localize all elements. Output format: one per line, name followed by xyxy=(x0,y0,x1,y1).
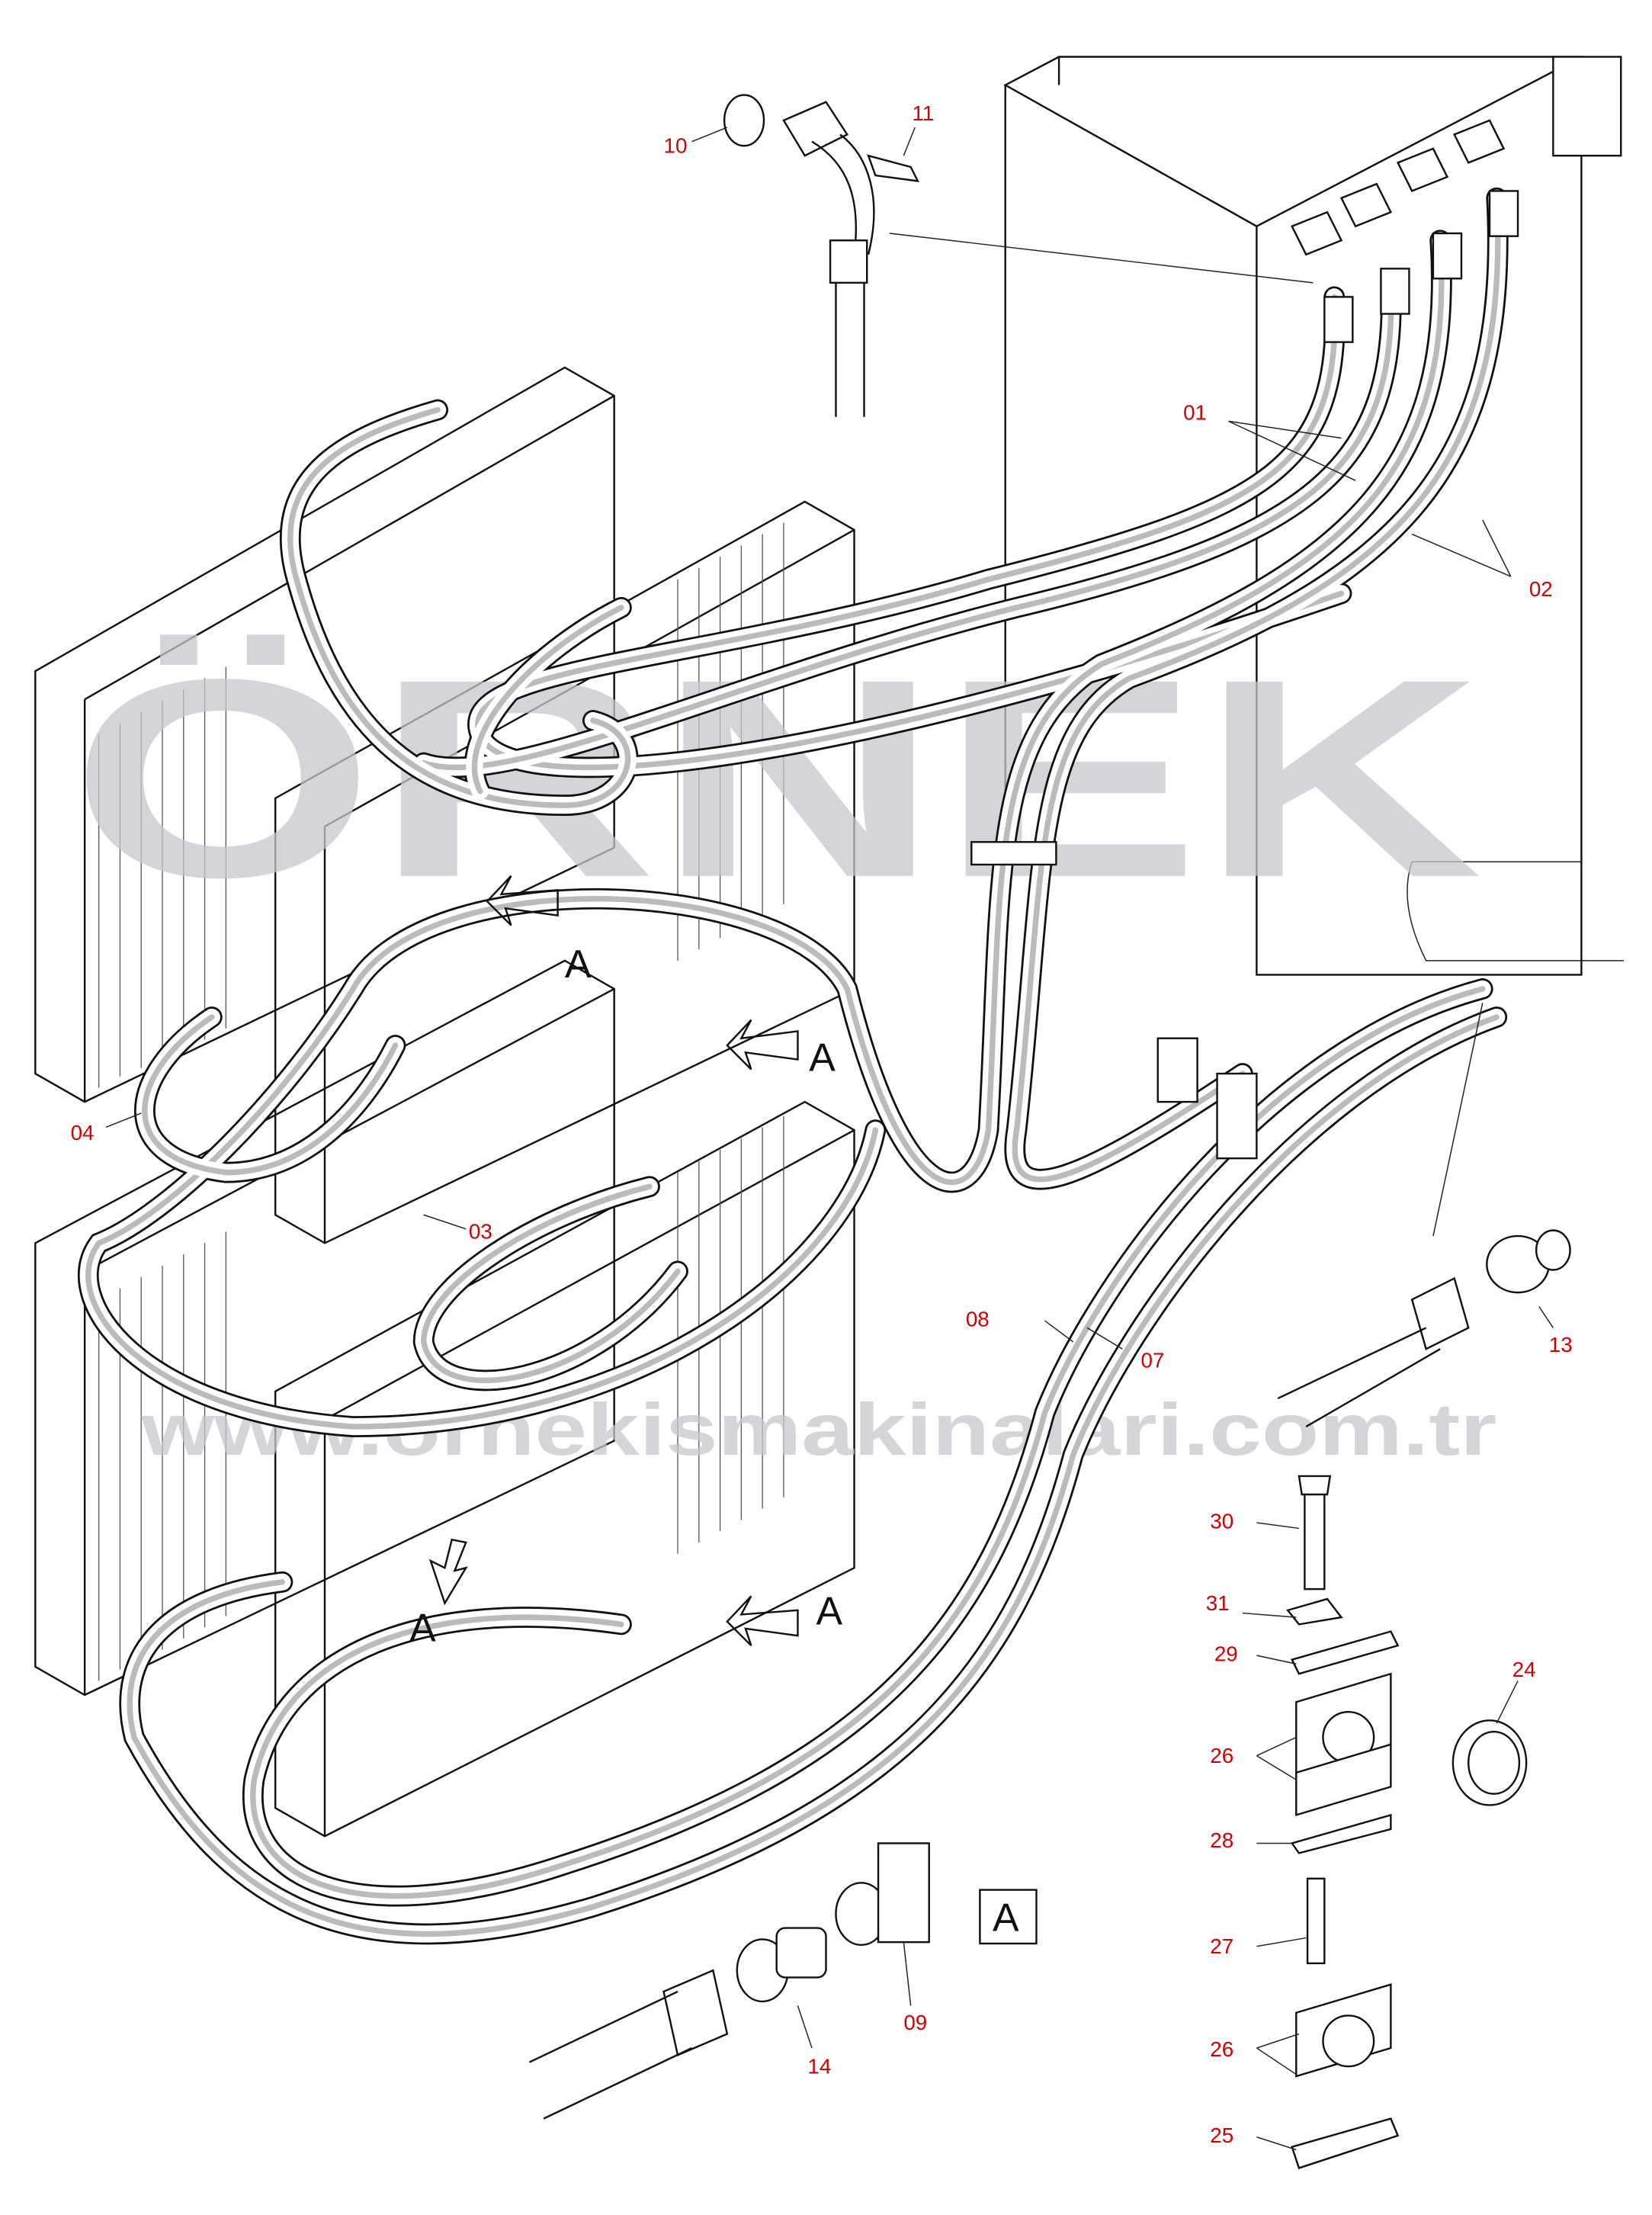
view-marker-a: A xyxy=(816,1588,843,1632)
callout-10: 10 xyxy=(664,133,688,157)
cooler-lower xyxy=(34,959,855,1838)
callout-31: 31 xyxy=(1206,1591,1230,1615)
callout-26-lower: 26 xyxy=(1210,2037,1233,2061)
hose-clamp xyxy=(1156,1037,1198,1103)
callout-29: 29 xyxy=(1214,1642,1238,1666)
callout-25: 25 xyxy=(1210,2124,1233,2147)
cooler-upper xyxy=(34,366,615,1103)
view-marker-a: A xyxy=(565,942,592,986)
callout-26: 26 xyxy=(1210,1744,1233,1767)
clamp-assembly xyxy=(1286,1475,1528,2169)
callout-03: 03 xyxy=(469,1220,492,1244)
hose-fill xyxy=(420,280,1394,771)
callout-01: 01 xyxy=(1183,401,1207,425)
hose-fill xyxy=(121,1008,1506,1943)
hose-fill xyxy=(1012,195,1501,1183)
callout-09: 09 xyxy=(903,2011,927,2034)
hose-clamp xyxy=(1216,1072,1258,1160)
callout-28: 28 xyxy=(1210,1828,1233,1852)
view-marker-a: A xyxy=(409,1606,436,1650)
detail-box-label: A xyxy=(993,1895,1019,1939)
callout-02: 02 xyxy=(1529,577,1553,601)
fitting-13 xyxy=(1277,1229,1571,1428)
callout-08: 08 xyxy=(966,1308,990,1331)
fittings-14-09 xyxy=(529,1842,930,2120)
hose-fill xyxy=(142,1014,399,1176)
callout-07: 07 xyxy=(1141,1348,1165,1372)
hydraulic-tank xyxy=(1003,56,1624,976)
callout-24: 24 xyxy=(1512,1658,1536,1681)
view-marker-a: A xyxy=(809,1035,836,1079)
bolt xyxy=(867,154,919,182)
hose-fill xyxy=(250,986,1486,1899)
callout-13: 13 xyxy=(1549,1333,1573,1356)
hose-fill xyxy=(127,1014,1500,1937)
callout-14: 14 xyxy=(807,2054,831,2078)
flange-ends xyxy=(1291,119,1519,343)
callout-27: 27 xyxy=(1210,1934,1233,1958)
callout-04: 04 xyxy=(71,1121,95,1144)
hose-fill xyxy=(287,406,631,808)
leader-lines xyxy=(105,127,1554,2151)
o-ring xyxy=(723,94,765,147)
callout-30: 30 xyxy=(1210,1509,1233,1533)
detail-box xyxy=(979,1889,1038,1945)
hoses xyxy=(77,187,1509,1945)
hose-fill xyxy=(85,237,1445,1430)
hose-fill xyxy=(420,605,681,1384)
hose-clamp xyxy=(970,841,1057,866)
view-arrows xyxy=(428,875,799,1647)
flange-fitting-detail xyxy=(723,94,919,417)
callout-11: 11 xyxy=(912,101,934,125)
hose-fill xyxy=(475,294,1345,771)
